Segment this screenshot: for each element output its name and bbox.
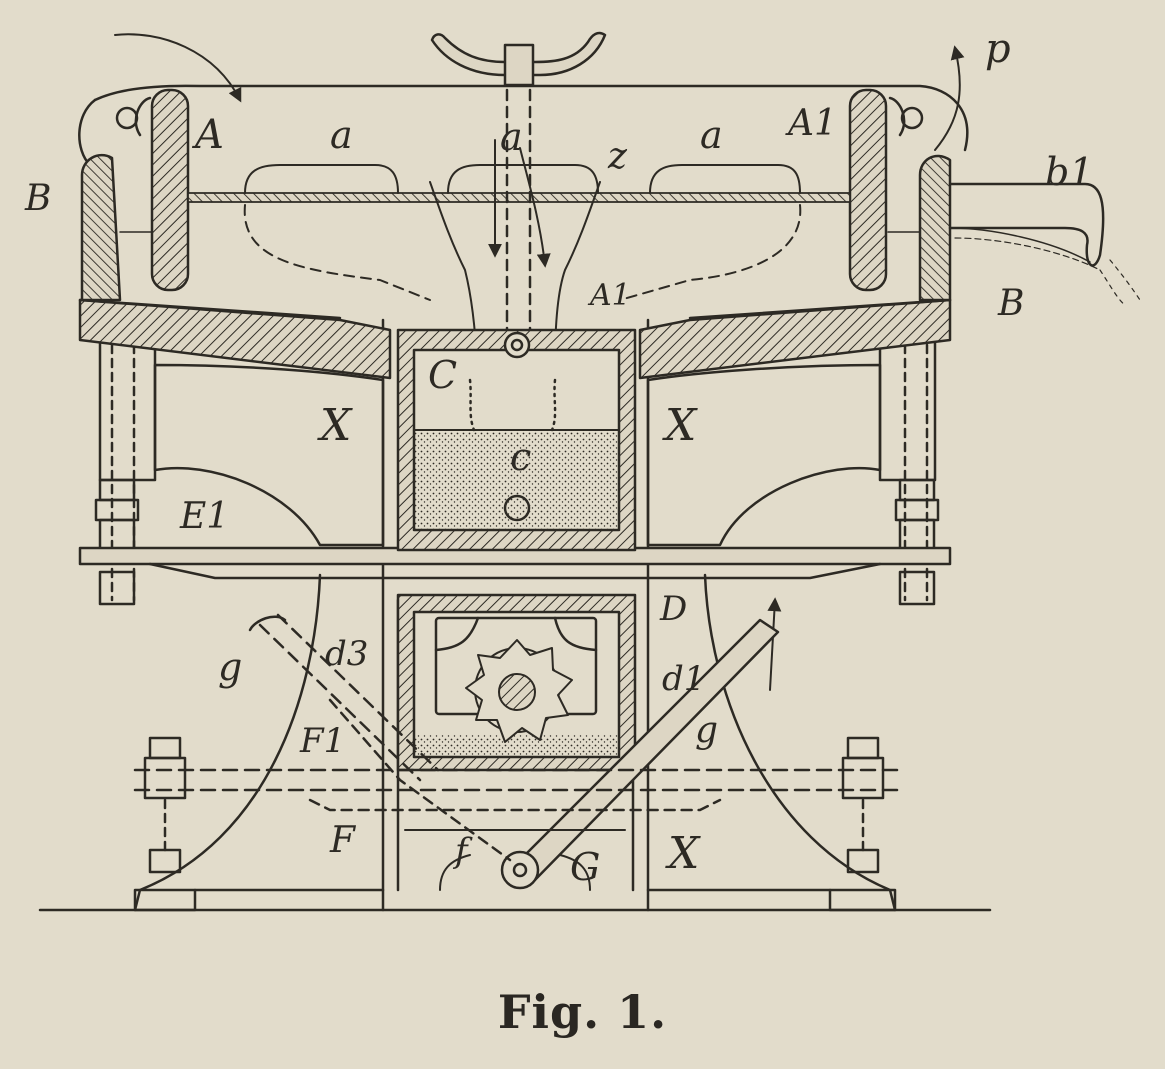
- lever-g: [248, 613, 780, 890]
- label-p: p: [985, 26, 1011, 72]
- lower-cross-rod: [133, 736, 902, 874]
- label-B-right: B: [997, 283, 1024, 324]
- label-G: G: [570, 845, 600, 889]
- side-leg-left: [153, 363, 385, 547]
- side-leg-right: [646, 363, 882, 547]
- label-g-left: g: [218, 645, 242, 689]
- plate-E1: [78, 546, 952, 580]
- label-B-left: B: [24, 178, 51, 219]
- reference-labels: A a a z a A1 p b1 B B A1 C c X X E1 D d3…: [24, 26, 1094, 889]
- flow-arrows: [114, 33, 965, 709]
- label-X-lower: X: [665, 828, 701, 879]
- label-g-right: g: [695, 710, 718, 751]
- figure-caption: Fig. 1.: [497, 985, 668, 1039]
- bottom-box: [404, 829, 626, 891]
- label-A1-right: A1: [785, 103, 837, 144]
- mould-boxes: [243, 164, 802, 301]
- label-X-left: X: [317, 400, 353, 451]
- ratchet-wheel: [465, 639, 573, 743]
- label-a-left: a: [330, 113, 353, 157]
- label-E1: E1: [179, 496, 229, 537]
- label-d1: d1: [662, 659, 705, 699]
- sieve-plate: [187, 192, 851, 203]
- label-F: F: [329, 820, 357, 861]
- top-handle: [430, 31, 607, 337]
- base-frame: [133, 573, 897, 912]
- label-C-upper: C: [428, 353, 457, 397]
- label-a-right: a: [700, 113, 723, 157]
- label-z: z: [607, 136, 628, 177]
- label-A1-center: A1: [587, 278, 631, 313]
- label-a-center: a: [500, 115, 523, 159]
- label-b1: b1: [1045, 150, 1094, 194]
- label-A-left: A: [191, 112, 224, 158]
- label-F1: F1: [299, 721, 345, 761]
- label-f: f: [452, 831, 473, 871]
- label-X-right: X: [662, 400, 698, 451]
- label-d3: d3: [325, 634, 368, 674]
- label-c-lower: c: [510, 435, 531, 479]
- collector-box: [396, 328, 637, 552]
- outlet-spout: [948, 182, 1141, 306]
- pan-tub: [78, 84, 969, 380]
- label-D: D: [659, 589, 687, 629]
